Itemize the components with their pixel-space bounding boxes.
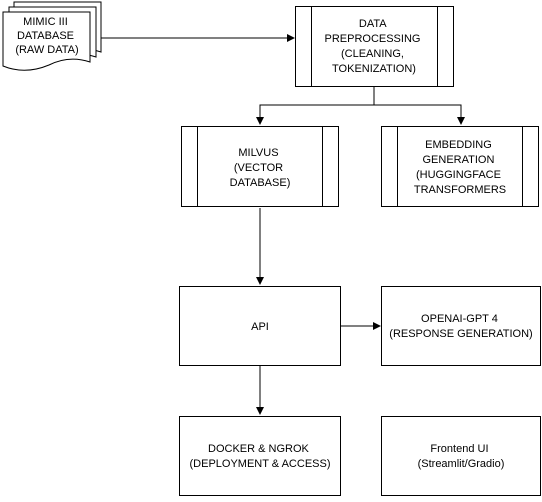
- data-preprocessing-node[interactable]: DATA PREPROCESSING (CLEANING, TOKENIZATI…: [295, 6, 454, 87]
- milvus-node[interactable]: MILVUS (VECTOR DATABASE): [181, 126, 339, 207]
- frontend-ui-node[interactable]: Frontend UI (Streamlit/Gradio): [381, 416, 541, 496]
- openai-box: [381, 286, 541, 366]
- frontend-label: Frontend UI (Streamlit/Gradio): [418, 443, 505, 470]
- milvus-label: MILVUS (VECTOR DATABASE): [230, 147, 291, 189]
- document-stack-front: [2, 11, 91, 71]
- openai-label: OPENAI-GPT 4 (RESPONSE GENERATION): [389, 313, 532, 340]
- mimic-database-node[interactable]: MIMIC III DATABASE (RAW DATA): [2, 1, 102, 71]
- edge-preprocessing-to-milvus: [256, 87, 375, 125]
- frontend-box: [381, 416, 541, 496]
- embedding-label: EMBEDDING GENERATION (HUGGINGFACE TRANSF…: [414, 139, 506, 196]
- openai-gpt4-node[interactable]: OPENAI-GPT 4 (RESPONSE GENERATION): [381, 286, 541, 366]
- edge-preprocessing-to-embedding: [374, 104, 465, 125]
- docker-ngrok-node[interactable]: DOCKER & NGROK (DEPLOYMENT & ACCESS): [179, 416, 341, 496]
- api-box: [179, 286, 341, 366]
- preprocessing-box: [295, 6, 454, 87]
- milvus-box: [181, 126, 339, 207]
- docker-label: DOCKER & NGROK (DEPLOYMENT & ACCESS): [190, 443, 331, 470]
- mimic-database-label: MIMIC III DATABASE (RAW DATA): [15, 16, 78, 56]
- api-node[interactable]: API: [179, 286, 341, 366]
- api-label: API: [251, 321, 269, 333]
- embedding-generation-node[interactable]: EMBEDDING GENERATION (HUGGINGFACE TRANSF…: [381, 126, 539, 207]
- edges: [101, 34, 465, 415]
- preprocessing-label: DATA PREPROCESSING (CLEANING, TOKENIZATI…: [324, 18, 423, 75]
- embedding-box: [381, 126, 539, 207]
- docker-box: [179, 416, 341, 496]
